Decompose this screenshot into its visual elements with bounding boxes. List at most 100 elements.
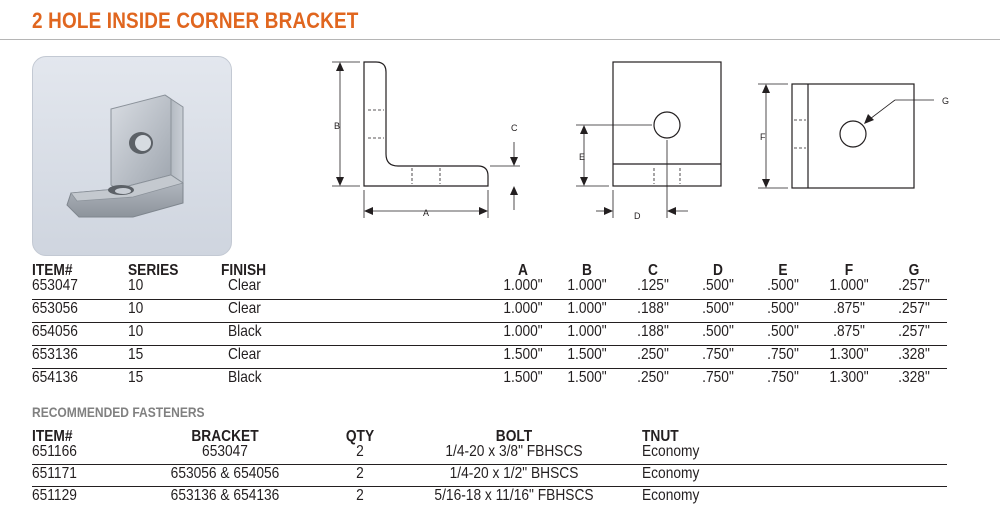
products-table-cell: 1.300" xyxy=(829,369,869,386)
products-table-cell: 10 xyxy=(128,323,144,340)
products-table-cell: .750" xyxy=(767,369,799,386)
dim-label-b: B xyxy=(334,121,340,131)
fasteners-table-cell: 651166 xyxy=(32,443,77,460)
dimension-drawings: B C A E D F G xyxy=(332,61,949,221)
title-divider xyxy=(0,39,1000,40)
products-table-cell: 1.000" xyxy=(503,323,543,340)
fasteners-table-cell: 653056 & 654056 xyxy=(170,465,280,482)
fasteners-table-cell: Economy xyxy=(642,465,700,482)
fasteners-header-cell: TNUT xyxy=(642,428,679,445)
products-row-divider xyxy=(32,322,947,323)
products-table-cell: .500" xyxy=(702,300,734,317)
dim-label-c: C xyxy=(511,123,518,133)
products-table-cell: .257" xyxy=(898,300,930,317)
products-table-cell: .500" xyxy=(702,277,734,294)
products-table-cell: .875" xyxy=(833,323,865,340)
products-header-cell: B xyxy=(582,262,592,279)
fasteners-table-cell: 1/4-20 x 1/2" BHSCS xyxy=(449,465,579,482)
fasteners-table-cell: Economy xyxy=(642,487,700,504)
fasteners-table-cell: 651129 xyxy=(32,487,77,504)
products-table-cell: .125" xyxy=(637,277,669,294)
products-table-cell: .500" xyxy=(702,323,734,340)
fasteners-section-title: RECOMMENDED FASTENERS xyxy=(32,404,205,420)
products-table-cell: Clear xyxy=(228,277,261,294)
products-header-cell: C xyxy=(648,262,658,279)
products-table-cell: .875" xyxy=(833,300,865,317)
products-table-cell: .257" xyxy=(898,277,930,294)
bracket-render-icon xyxy=(66,94,184,218)
products-row-divider xyxy=(32,345,947,346)
products-row-divider xyxy=(32,368,947,369)
products-table-cell: 15 xyxy=(128,369,144,386)
products-table-cell: 15 xyxy=(128,346,144,363)
products-table-cell: Black xyxy=(228,369,262,386)
product-photo xyxy=(32,56,232,256)
dim-label-d: D xyxy=(634,211,641,221)
products-table-cell: .250" xyxy=(637,346,669,363)
products-table-cell: 654056 xyxy=(32,323,78,340)
fasteners-header-cell: QTY xyxy=(345,428,375,445)
fasteners-table-cell: Economy xyxy=(642,443,700,460)
products-table-cell: 1.000" xyxy=(567,323,607,340)
products-table-cell: 1.500" xyxy=(503,346,543,363)
products-table-cell: Clear xyxy=(228,346,261,363)
products-table-cell: 10 xyxy=(128,277,144,294)
products-table-cell: 653136 xyxy=(32,346,78,363)
products-header-cell: F xyxy=(844,262,854,279)
products-header-cell: A xyxy=(518,262,528,279)
products-table-cell: Clear xyxy=(228,300,261,317)
products-table-cell: .188" xyxy=(637,300,669,317)
products-header-cell: D xyxy=(713,262,723,279)
products-table-cell: .750" xyxy=(702,346,734,363)
products-table-cell: 1.500" xyxy=(567,346,607,363)
products-row-divider xyxy=(32,299,947,300)
products-table-cell: 654136 xyxy=(32,369,78,386)
products-table-cell: Black xyxy=(228,323,262,340)
products-table-cell: 1.000" xyxy=(503,277,543,294)
products-header-cell: SERIES xyxy=(128,262,179,279)
products-table-cell: .328" xyxy=(898,369,930,386)
dim-label-g: G xyxy=(942,96,949,106)
fasteners-header-cell: ITEM# xyxy=(32,428,73,445)
fasteners-row-divider xyxy=(32,464,947,465)
products-table-cell: .500" xyxy=(767,277,799,294)
products-header-cell: E xyxy=(778,262,788,279)
fasteners-table-cell: 5/16-18 x 11/16" FBHSCS xyxy=(434,487,594,504)
dim-label-a: A xyxy=(423,208,429,218)
products-table-cell: 10 xyxy=(128,300,144,317)
products-table-cell: .257" xyxy=(898,323,930,340)
products-table-cell: .750" xyxy=(702,369,734,386)
products-header-cell: G xyxy=(908,262,920,279)
products-table-cell: 1.500" xyxy=(503,369,543,386)
products-table-cell: .500" xyxy=(767,300,799,317)
products-header-cell: FINISH xyxy=(221,262,267,279)
products-table-cell: 653047 xyxy=(32,277,78,294)
products-table-cell: 1.500" xyxy=(567,369,607,386)
products-table-cell: .750" xyxy=(767,346,799,363)
fasteners-table-cell: 2 xyxy=(356,443,364,460)
dim-label-e: E xyxy=(579,152,585,162)
fasteners-header-cell: BOLT xyxy=(495,428,533,445)
products-table-cell: 653056 xyxy=(32,300,78,317)
fasteners-table-cell: 2 xyxy=(356,487,364,504)
fasteners-header-cell: BRACKET xyxy=(191,428,259,445)
products-table-cell: .188" xyxy=(637,323,669,340)
products-table-cell: 1.300" xyxy=(829,346,869,363)
products-header-cell: ITEM# xyxy=(32,262,73,279)
fasteners-table-cell: 653136 & 654136 xyxy=(170,487,280,504)
fasteners-table-cell: 2 xyxy=(356,465,364,482)
products-table-cell: 1.000" xyxy=(503,300,543,317)
fasteners-table-cell: 1/4-20 x 3/8" FBHSCS xyxy=(445,443,583,460)
fasteners-table-cell: 651171 xyxy=(32,465,77,482)
fasteners-table-cell: 653047 xyxy=(202,443,248,460)
products-table-cell: 1.000" xyxy=(567,300,607,317)
page-title: 2 HOLE INSIDE CORNER BRACKET xyxy=(32,8,359,33)
fasteners-row-divider xyxy=(32,486,947,487)
products-table-cell: .250" xyxy=(637,369,669,386)
products-table-cell: 1.000" xyxy=(567,277,607,294)
products-table-cell: .328" xyxy=(898,346,930,363)
products-table-cell: .500" xyxy=(767,323,799,340)
dim-label-f: F xyxy=(760,132,766,142)
products-table-cell: 1.000" xyxy=(829,277,869,294)
